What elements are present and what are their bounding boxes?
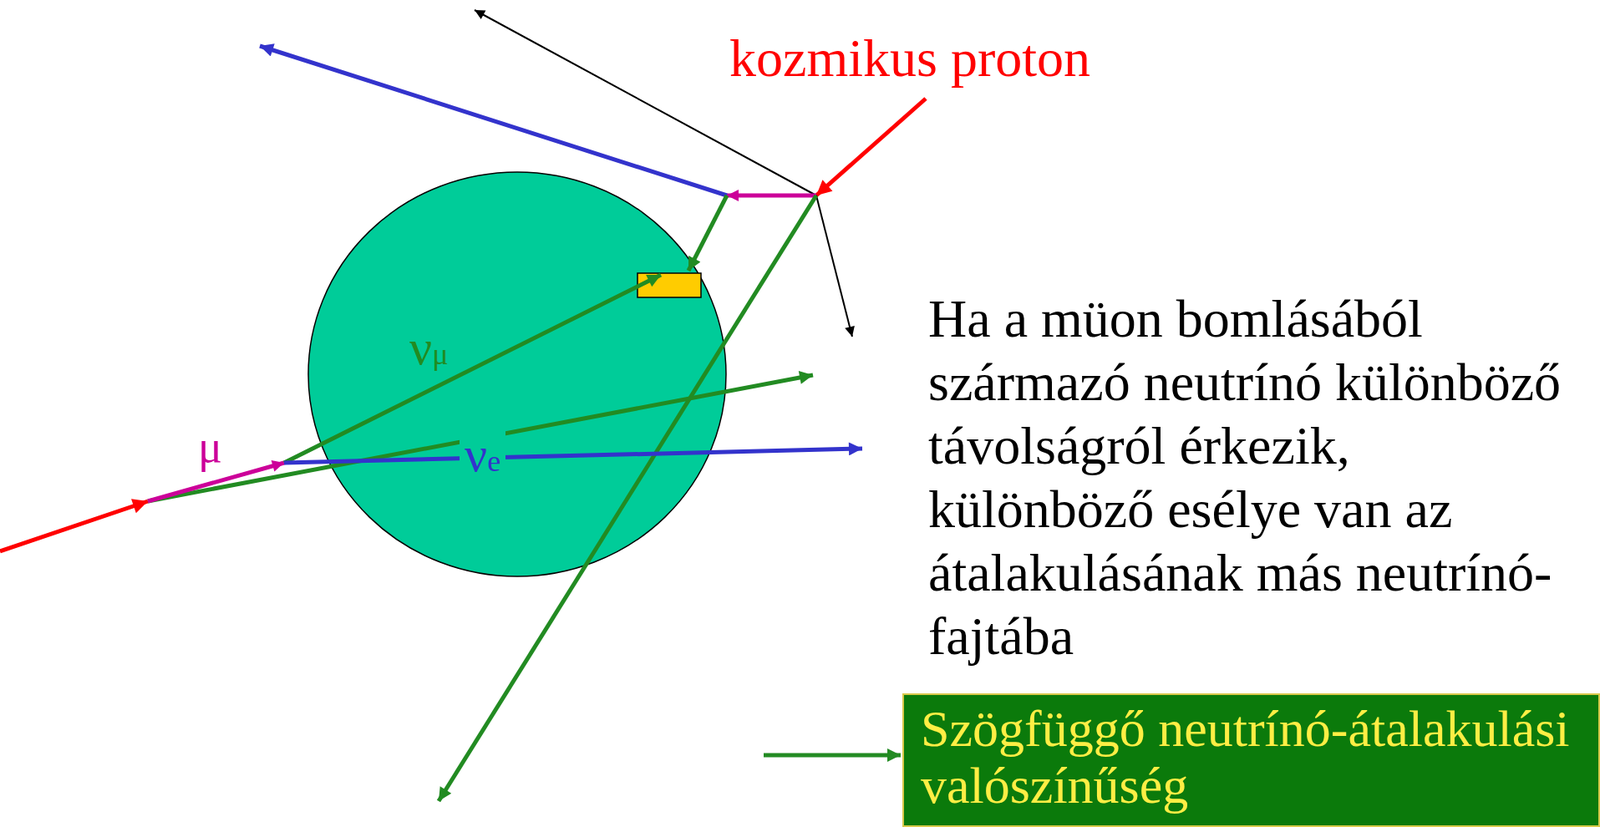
muon-neutrino-track <box>147 375 813 502</box>
cosmic-proton-track <box>0 501 148 552</box>
earth-globe <box>308 172 727 577</box>
pointer-arrow <box>763 753 901 758</box>
explanation-note: Ha a müon bomlásából származó neutrínó k… <box>928 287 1574 669</box>
particle-label: kozmikus proton <box>729 27 1091 90</box>
electron-neutrino-track <box>284 448 863 463</box>
secondary-track <box>816 195 853 337</box>
particle-label: μ <box>198 424 223 470</box>
result-box: Szögfüggő neutrínó-átalakulási valószínű… <box>902 693 1600 827</box>
electron-neutrino-track <box>259 45 727 196</box>
box-text: Szögfüggő neutrínó-átalakulási valószínű… <box>904 695 1599 818</box>
muon-neutrino-track <box>438 195 817 802</box>
muon-track <box>726 193 817 199</box>
cosmic-proton-track <box>816 98 926 196</box>
neutrino-label: νe <box>459 429 506 487</box>
neutrino-label: νμ <box>409 322 448 380</box>
muon-neutrino-track <box>688 195 727 271</box>
detector <box>637 273 701 298</box>
